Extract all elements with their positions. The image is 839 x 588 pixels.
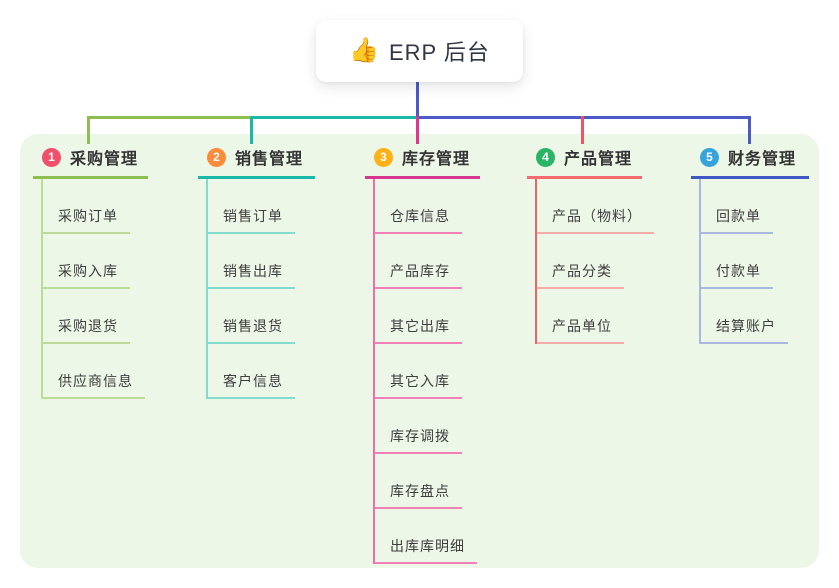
child-node[interactable]: 产品分类: [537, 261, 624, 289]
child-row: 产品单位: [537, 289, 642, 344]
branch: 2 销售管理 销售订单 销售出库 销售退货 客户信息: [198, 145, 315, 399]
child-row: 销售订单: [208, 179, 315, 234]
branch-number-badge: 1: [42, 147, 61, 167]
child-row: 出库库明细: [375, 509, 480, 564]
child-row: 销售退货: [208, 289, 315, 344]
branch-title: 库存管理: [402, 151, 471, 168]
branch-header[interactable]: 3 库存管理: [365, 145, 480, 179]
child-row: 客户信息: [208, 344, 315, 399]
child-row: 仓库信息: [375, 179, 480, 234]
branches-panel: [20, 134, 819, 568]
branch-children: 采购订单 采购入库 采购退货 供应商信息: [41, 179, 148, 399]
branch: 5 财务管理 回款单 付款单 结算账户: [691, 145, 809, 344]
branch-title: 财务管理: [728, 151, 797, 168]
child-row: 结算账户: [701, 289, 809, 344]
branch-children: 回款单 付款单 结算账户: [699, 179, 809, 344]
child-row: 其它入库: [375, 344, 480, 399]
branch-number-badge: 2: [207, 147, 226, 167]
child-node[interactable]: 采购入库: [43, 261, 130, 289]
branch-number-badge: 4: [536, 147, 555, 167]
child-row: 供应商信息: [43, 344, 148, 399]
branch-title: 采购管理: [70, 151, 139, 168]
branch-drop-line: [416, 116, 419, 144]
child-node[interactable]: 库存调拨: [375, 426, 462, 454]
branch: 3 库存管理 仓库信息 产品库存 其它出库 其它入库 库存调拨 库存盘点 出库库…: [365, 145, 480, 564]
child-node[interactable]: 产品单位: [537, 316, 624, 344]
child-node[interactable]: 回款单: [701, 206, 773, 234]
branch-number-badge: 3: [374, 147, 393, 167]
branch-title: 销售管理: [235, 151, 304, 168]
branch-children: 产品（物料） 产品分类 产品单位: [535, 179, 654, 344]
child-row: 采购入库: [43, 234, 148, 289]
branch-drop-line: [87, 116, 90, 144]
branch-header[interactable]: 5 财务管理: [691, 145, 809, 179]
child-node[interactable]: 结算账户: [701, 316, 788, 344]
branch: 1 采购管理 采购订单 采购入库 采购退货 供应商信息: [33, 145, 148, 399]
child-node[interactable]: 采购退货: [43, 316, 130, 344]
child-node[interactable]: 产品库存: [375, 261, 462, 289]
child-row: 回款单: [701, 179, 809, 234]
child-node[interactable]: 其它入库: [375, 371, 462, 399]
child-row: 库存盘点: [375, 454, 480, 509]
child-node[interactable]: 销售退货: [208, 316, 295, 344]
child-row: 采购退货: [43, 289, 148, 344]
root-title: ERP 后台: [388, 40, 490, 65]
child-node[interactable]: 库存盘点: [375, 481, 462, 509]
child-row: 付款单: [701, 234, 809, 289]
branch-drop-line: [581, 116, 584, 144]
child-row: 产品（物料）: [537, 179, 654, 234]
child-node[interactable]: 其它出库: [375, 316, 462, 344]
child-node[interactable]: 销售出库: [208, 261, 295, 289]
child-row: 采购订单: [43, 179, 148, 234]
child-node[interactable]: 采购订单: [43, 206, 130, 234]
child-node[interactable]: 供应商信息: [43, 371, 145, 399]
spine-segment: [87, 116, 252, 119]
branch-title: 产品管理: [564, 151, 633, 168]
branch-children: 销售订单 销售出库 销售退货 客户信息: [206, 179, 315, 399]
child-row: 其它出库: [375, 289, 480, 344]
child-row: 产品分类: [537, 234, 642, 289]
child-row: 销售出库: [208, 234, 315, 289]
child-node[interactable]: 付款单: [701, 261, 773, 289]
branch-header[interactable]: 2 销售管理: [198, 145, 315, 179]
child-node[interactable]: 仓库信息: [375, 206, 462, 234]
branch-drop-line: [748, 116, 751, 144]
root-connector-line: [416, 82, 419, 119]
branch-children: 仓库信息 产品库存 其它出库 其它入库 库存调拨 库存盘点 出库库明细: [373, 179, 480, 564]
branch-number-badge: 5: [700, 147, 719, 167]
child-node[interactable]: 销售订单: [208, 206, 295, 234]
branch-header[interactable]: 1 采购管理: [33, 145, 148, 179]
branch-header[interactable]: 4 产品管理: [527, 145, 642, 179]
child-row: 库存调拨: [375, 399, 480, 454]
branch: 4 产品管理 产品（物料） 产品分类 产品单位: [527, 145, 654, 344]
child-node[interactable]: 客户信息: [208, 371, 295, 399]
branch-drop-line: [250, 116, 253, 144]
child-node[interactable]: 出库库明细: [375, 536, 477, 564]
child-row: 产品库存: [375, 234, 480, 289]
root-node[interactable]: 👍 ERP 后台: [316, 20, 523, 82]
spine-segment: [250, 116, 418, 119]
child-node[interactable]: 产品（物料）: [537, 206, 654, 234]
thumbs-up-icon: 👍: [349, 37, 379, 64]
